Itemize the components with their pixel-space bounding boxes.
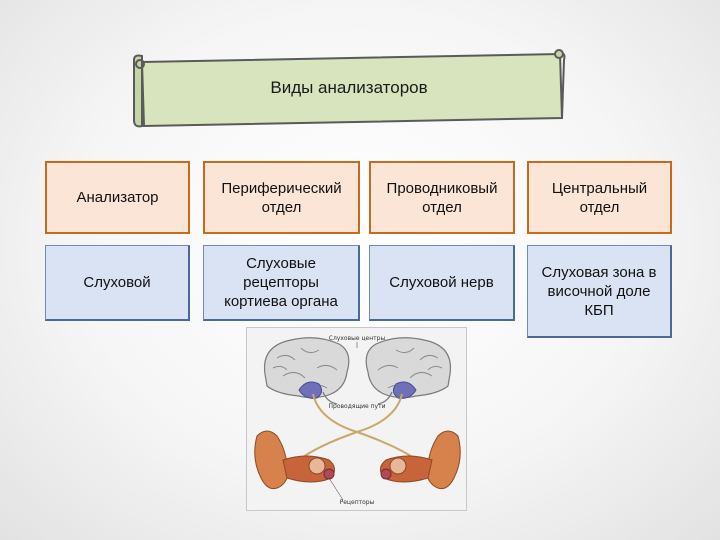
label-conducting-paths: Проводящие пути xyxy=(329,403,386,410)
left-brain-image xyxy=(263,337,350,405)
row-cell-conductive: Слуховой нерв xyxy=(369,245,515,321)
left-ear-image xyxy=(254,430,335,490)
row-cell-analyzer: Слуховой xyxy=(45,245,190,321)
page-title: Виды анализаторов xyxy=(270,78,428,97)
label-auditory-centers: Слуховые центры xyxy=(329,335,386,342)
label-receptors: Рецепторы xyxy=(340,499,375,506)
illustration-art: Слуховые центры Проводящие пути Рецептор… xyxy=(254,335,461,506)
row-cell-central: Слуховая зона в височной доле КБП xyxy=(527,245,672,338)
right-ear-image xyxy=(380,430,461,490)
right-brain-image xyxy=(365,337,452,405)
header-cell-conductive: Проводниковый отдел xyxy=(369,161,515,234)
title-scroll: Виды анализаторов xyxy=(130,48,568,128)
scroll-shape xyxy=(133,49,566,128)
header-cell-analyzer: Анализатор xyxy=(45,161,190,234)
header-cell-peripheral: Периферический отдел xyxy=(203,161,360,234)
header-cell-central: Центральный отдел xyxy=(527,161,672,234)
auditory-pathway-illustration: Слуховые центры Проводящие пути Рецептор… xyxy=(246,327,467,511)
row-cell-peripheral: Слуховые рецепторы кортиева органа xyxy=(203,245,360,321)
